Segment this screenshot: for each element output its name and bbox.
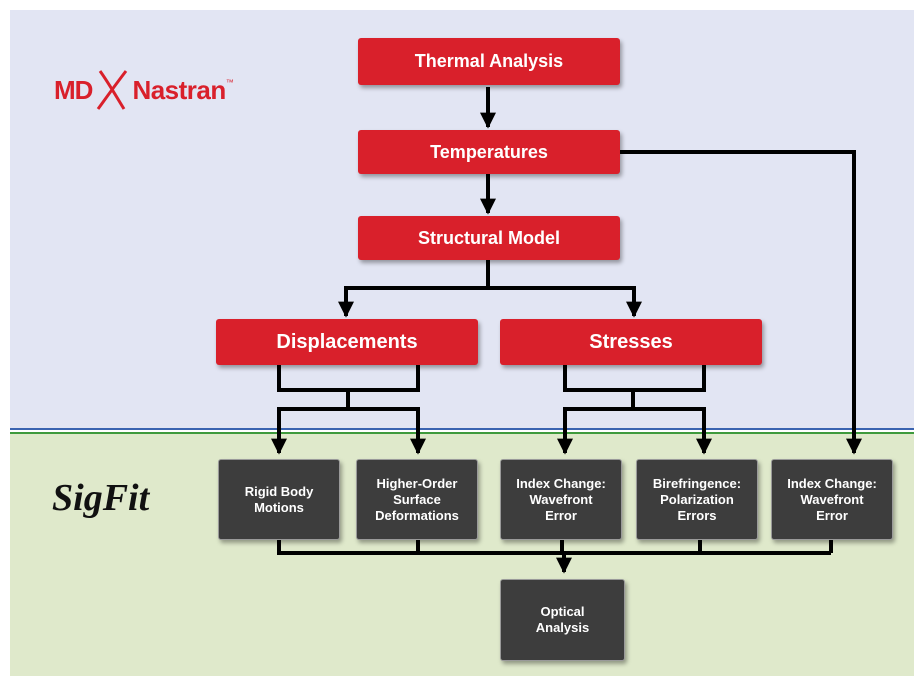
- node-birefringence: Birefringence: Polarization Errors: [636, 459, 758, 540]
- arrow-temperatures-to-index-change: [620, 150, 862, 455]
- node-temperatures: Temperatures: [358, 130, 620, 174]
- displacements-split-line: [277, 365, 420, 411]
- node-displacements: Displacements: [216, 319, 478, 365]
- node-stresses: Stresses: [500, 319, 762, 365]
- collector-line: [277, 538, 833, 555]
- node-optical-analysis: Optical Analysis: [500, 579, 625, 661]
- divider-green: [10, 432, 914, 434]
- node-index-change-stress: Index Change: Wavefront Error: [500, 459, 622, 540]
- node-index-change-thermal: Index Change: Wavefront Error: [771, 459, 893, 540]
- node-higher-order-deformations: Higher-Order Surface Deformations: [356, 459, 478, 540]
- logo-md-text: MD: [54, 74, 93, 105]
- logo-x-mark: [97, 70, 128, 110]
- structural-split-line: [346, 260, 634, 290]
- node-structural-model: Structural Model: [358, 216, 620, 260]
- sigfit-label: SigFit: [52, 477, 150, 519]
- stresses-split-line: [563, 365, 706, 411]
- logo-trademark: ™: [225, 78, 234, 87]
- md-nastran-logo: MD Nastran ™: [54, 68, 234, 112]
- node-rigid-body-motions: Rigid Body Motions: [218, 459, 340, 540]
- logo-nastran-text: Nastran: [132, 74, 226, 105]
- node-thermal-analysis: Thermal Analysis: [358, 38, 620, 85]
- divider-blue: [10, 428, 914, 430]
